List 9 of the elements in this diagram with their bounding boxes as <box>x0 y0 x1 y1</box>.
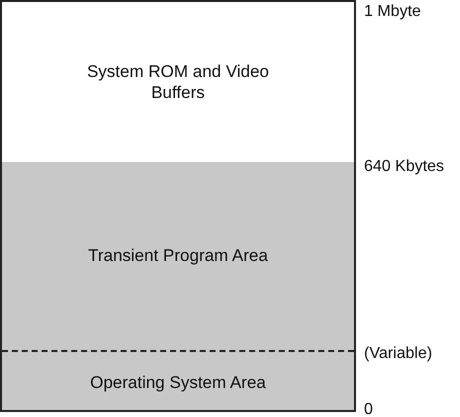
address-label: (Variable) <box>364 344 432 364</box>
memory-region <box>2 350 354 410</box>
address-label: 1 Mbyte <box>364 2 421 22</box>
address-label: 640 Kbytes <box>364 157 444 177</box>
memory-region <box>2 162 354 350</box>
region-label: System ROM and Video Buffers <box>86 60 270 104</box>
region-label: Operating System Area <box>90 372 266 394</box>
address-label: 0 <box>364 400 373 417</box>
region-label: Transient Program Area <box>88 245 268 267</box>
